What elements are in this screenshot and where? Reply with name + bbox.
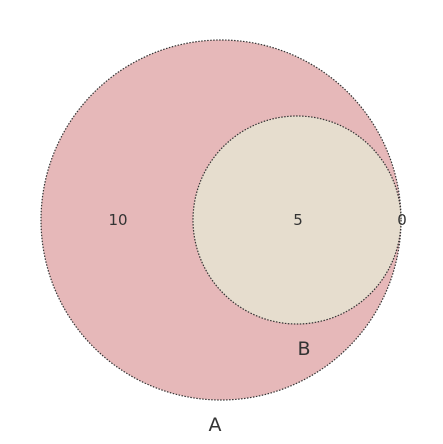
set-b-circle — [192, 115, 402, 325]
region-a-only-count: 10 — [108, 211, 127, 229]
region-b-only-count: 0 — [397, 211, 407, 229]
region-a-and-b-count: 5 — [293, 211, 303, 229]
set-a-label: A — [209, 414, 222, 436]
set-b-label: B — [297, 338, 310, 360]
